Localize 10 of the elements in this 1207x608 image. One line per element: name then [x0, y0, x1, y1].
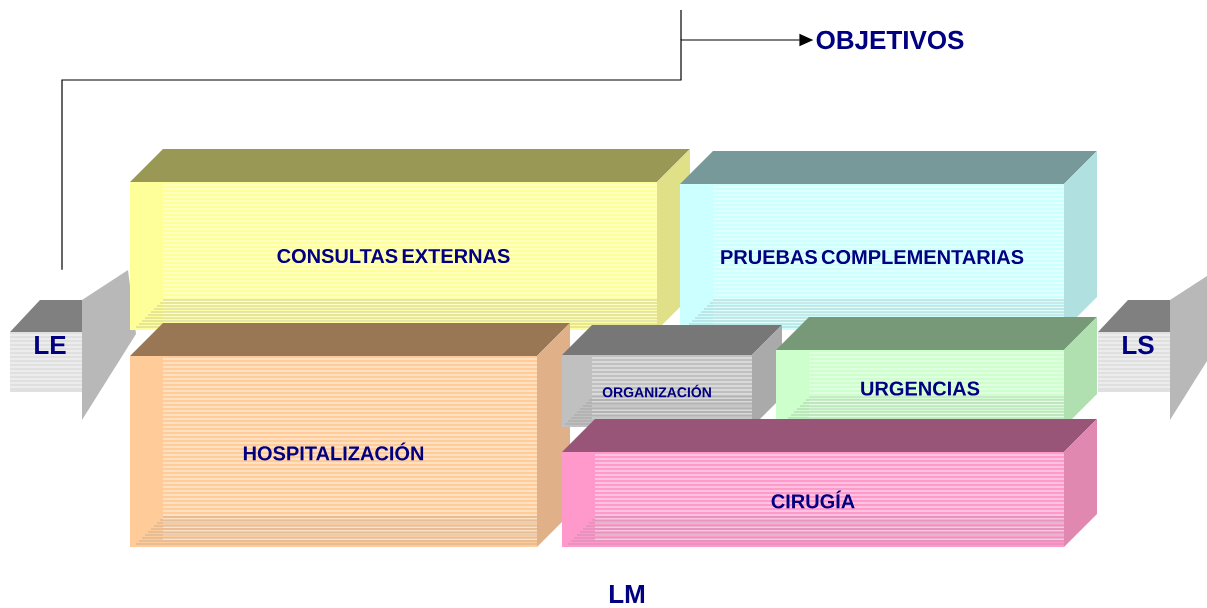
heading: OBJETIVOS [816, 30, 964, 50]
box: CONSULTAS EXTERNAS [130, 149, 690, 330]
node-label: LS [1123, 335, 1154, 355]
box: HOSPITALIZACIÓN [130, 323, 570, 547]
label: LM [610, 585, 645, 603]
box: URGENCIAS [776, 317, 1097, 427]
node-label: LE [35, 336, 66, 354]
box: ORGANIZACIÓN [562, 325, 782, 427]
box: PRUEBAS COMPLEMENTARIAS [680, 151, 1097, 330]
box: CIRUGÍA [562, 419, 1097, 547]
